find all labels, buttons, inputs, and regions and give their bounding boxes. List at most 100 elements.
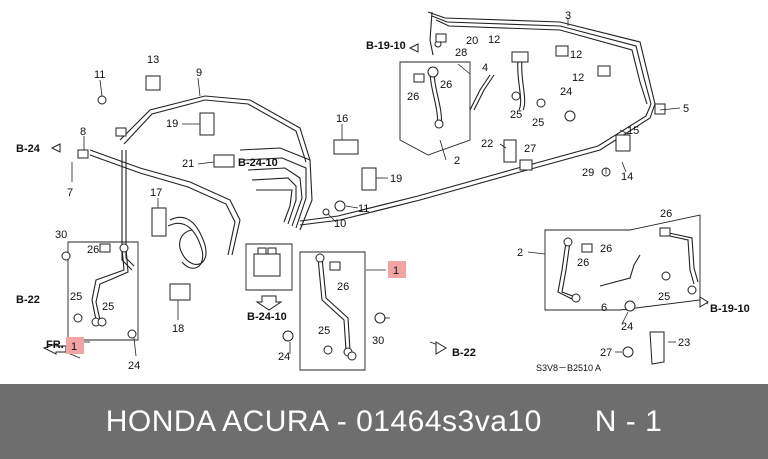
highlight-callout xyxy=(66,337,84,354)
part-number: 30 xyxy=(55,229,67,241)
part-number: 7 xyxy=(67,187,73,199)
part-number: 25 xyxy=(510,109,522,121)
part-number: 25 xyxy=(102,301,114,313)
part-number: 26 xyxy=(440,79,452,91)
ref-b19-10-right: B-19-10 xyxy=(710,303,750,315)
part-number: 26 xyxy=(577,257,589,269)
hose-fitting-icon xyxy=(434,119,444,129)
part-number: 24 xyxy=(278,351,290,363)
joint-icon xyxy=(115,127,127,137)
ref-b24: B-24 xyxy=(16,143,41,155)
part-number: 16 xyxy=(336,113,348,125)
bracket-icon xyxy=(151,207,167,237)
washer-icon xyxy=(687,285,697,295)
part-number: 1 xyxy=(393,265,399,277)
washer-icon xyxy=(97,317,107,327)
bolt-icon xyxy=(374,312,386,324)
part-number: 28 xyxy=(455,47,467,59)
part-number: 10 xyxy=(334,218,346,230)
joint-icon xyxy=(654,103,666,115)
part-number: 17 xyxy=(150,187,162,199)
bracket-icon xyxy=(649,331,665,365)
brake-pipe-bundle-rear xyxy=(299,11,656,226)
part-number: 24 xyxy=(621,321,633,333)
diagram-code: S3V8－B2510 A xyxy=(536,363,601,373)
clip-icon xyxy=(413,73,425,83)
front-direction-label: FR. xyxy=(46,339,64,351)
part-number: 24 xyxy=(128,360,140,372)
part-number: 21 xyxy=(182,158,194,170)
reference-labels: B-19-10 B-24 B-22 B-24-10 B-24-10 B-22 B… xyxy=(16,40,750,373)
ref-b24-10-upper: B-24-10 xyxy=(238,157,278,169)
ref-b22-right: B-22 xyxy=(452,347,476,359)
part-number: 3 xyxy=(565,10,571,22)
clip-icon xyxy=(555,45,569,57)
part-title-text: HONDA ACURA - 01464s3va10 N - 1 xyxy=(105,404,663,438)
washer-icon xyxy=(536,98,546,108)
part-number: 22 xyxy=(481,138,493,150)
part-number: 11 xyxy=(358,203,369,215)
part-number: 24 xyxy=(560,86,572,98)
part-number: 13 xyxy=(147,54,159,66)
hose-fitting-icon xyxy=(315,253,325,263)
bracket-icon xyxy=(333,139,359,155)
rear-left-hose-group xyxy=(544,214,701,311)
bolt-icon xyxy=(282,330,294,342)
arrow-right-icon xyxy=(435,341,447,355)
part-number: 2 xyxy=(454,155,460,167)
bolt-icon xyxy=(624,300,636,312)
part-number-labels: 1 1 2 2 3 4 5 6 7 8 9 10 11 11 12 12 12 … xyxy=(55,10,690,372)
arrow-left-icon xyxy=(408,43,419,53)
bracket-icon xyxy=(199,112,215,136)
part-number: 25 xyxy=(70,291,82,303)
arrow-right-icon xyxy=(699,296,709,308)
hose-fitting-icon xyxy=(119,243,129,253)
washer-icon xyxy=(73,313,83,323)
bolt-icon xyxy=(61,251,71,261)
part-number: 12 xyxy=(572,72,584,84)
part-number: 8 xyxy=(80,126,86,138)
part-number: 19 xyxy=(166,118,178,130)
joint-icon xyxy=(77,149,89,159)
part-number: 12 xyxy=(488,34,500,46)
part-number: 20 xyxy=(466,35,478,47)
clip-icon xyxy=(145,75,161,91)
bracket-icon xyxy=(361,167,377,191)
part-number: 25 xyxy=(658,291,670,303)
part-number: 11 xyxy=(94,69,105,81)
part-number: 26 xyxy=(600,243,612,255)
part-number: 6 xyxy=(601,302,607,314)
part-number: 4 xyxy=(482,62,488,74)
part-number: 1 xyxy=(71,341,77,353)
clip-icon xyxy=(519,159,533,171)
ref-b22-left: B-22 xyxy=(16,294,40,306)
bracket-icon xyxy=(615,134,631,152)
part-number: 26 xyxy=(337,281,349,293)
part-number: 30 xyxy=(372,335,384,347)
part-number: 26 xyxy=(407,91,419,103)
grommet-icon xyxy=(322,208,330,216)
brake-pipe-bundle-front xyxy=(89,95,313,271)
part-number: 9 xyxy=(196,67,202,79)
part-number: 18 xyxy=(172,323,184,335)
bolt-icon xyxy=(564,110,576,122)
washer-icon xyxy=(661,271,671,281)
clips-and-brackets xyxy=(61,33,697,365)
part-number: 2 xyxy=(517,247,523,259)
part-number: 5 xyxy=(683,103,689,115)
hose-bracket-icon xyxy=(511,51,529,63)
hose-fitting-icon xyxy=(427,66,439,78)
modulator-unit xyxy=(245,243,293,311)
part-title-banner: HONDA ACURA - 01464s3va10 N - 1 xyxy=(0,384,768,459)
clip-icon xyxy=(435,33,447,43)
rear-right-hose-group xyxy=(399,51,529,156)
front-right-hose-group xyxy=(299,251,366,371)
part-number: 26 xyxy=(660,208,672,220)
bolt-icon xyxy=(127,329,137,339)
part-number: 12 xyxy=(570,49,582,61)
arrow-left-icon xyxy=(50,143,61,153)
abs-modulator-icon xyxy=(253,253,281,277)
part-number: 27 xyxy=(524,143,536,155)
washer-icon xyxy=(511,91,521,101)
